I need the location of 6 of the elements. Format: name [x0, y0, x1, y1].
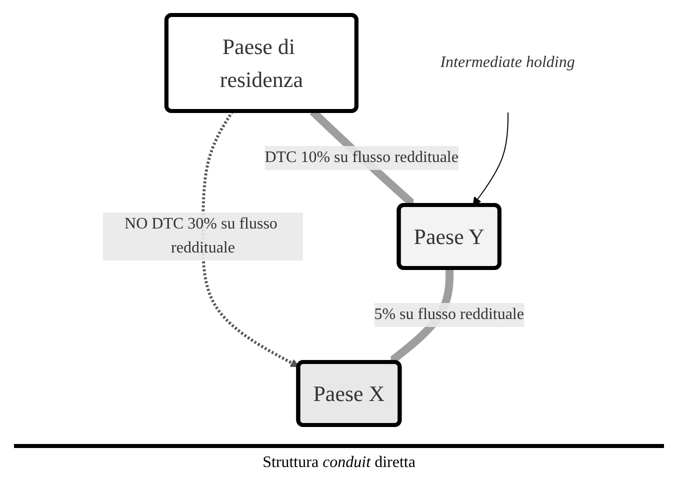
- edge-label: DTC 10% su flusso reddituale: [264, 149, 459, 166]
- node-text: Intermediate holding: [440, 54, 575, 71]
- caption: Struttura conduit diretta: [262, 454, 416, 472]
- arrow: [472, 112, 509, 206]
- edge-label: NO DTC 30% su flusso reddituale: [124, 216, 278, 256]
- edge-label: 5% su flusso reddituale: [374, 306, 524, 323]
